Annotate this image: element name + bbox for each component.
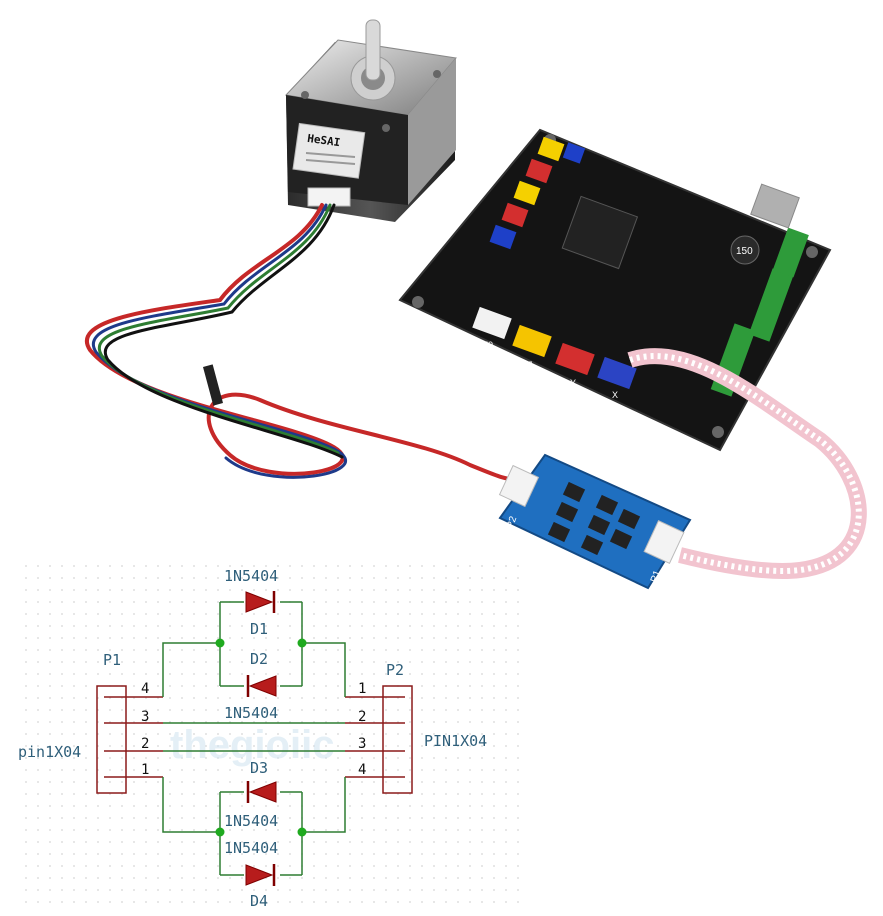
board-silk-y: Y [570, 378, 576, 388]
damper-module: P2 P1 [498, 453, 692, 590]
p2-pin-2: 2 [358, 709, 366, 725]
diode-d2: D2 1N5404 [224, 650, 278, 722]
p2-pin-4: 4 [358, 762, 366, 778]
motor-cable [85, 203, 522, 482]
watermark: thegioiic [170, 723, 334, 767]
ribbon-cable [627, 348, 867, 579]
p1-ref: P1 [103, 651, 121, 669]
d2-ref: D2 [250, 650, 268, 668]
junctions [215, 638, 307, 837]
p2-value: PIN1X04 [424, 732, 487, 750]
board-silk-e0: E0 [482, 340, 493, 350]
p1-pin-1: 1 [141, 762, 149, 778]
schematic-wires [162, 601, 346, 876]
module-label-p1: P1 [649, 568, 664, 584]
p1-value: pin1X04 [18, 743, 81, 761]
motor-brand-label: HeSAI [307, 132, 342, 149]
board-silk-e1: E1 [438, 329, 449, 339]
p1-pin-3: 3 [141, 709, 149, 725]
stepper-motor: HeSAI [284, 19, 457, 222]
junction-dot [215, 827, 225, 837]
d3-value: 1N5404 [224, 812, 278, 830]
product-photo: HeSAI [85, 19, 867, 590]
inductor-label: 150 [736, 246, 753, 257]
board-silk-x: X [612, 390, 618, 400]
module-label-p2: P2 [505, 514, 520, 530]
diode-d4: 1N5404 D4 [224, 839, 278, 910]
p2-pin-1: 1 [358, 681, 366, 697]
p1-pin-4: 4 [141, 681, 149, 697]
d1-ref: D1 [250, 620, 268, 638]
d4-ref: D4 [250, 892, 268, 910]
junction-dot [297, 638, 307, 648]
d1-value: 1N5404 [224, 567, 278, 585]
d4-value: 1N5404 [224, 839, 278, 857]
diode-d3: D3 1N5404 [224, 759, 278, 830]
junction-dot [297, 827, 307, 837]
p2-pin-3: 3 [358, 736, 366, 752]
d2-value: 1N5404 [224, 704, 278, 722]
p2-ref: P2 [386, 661, 404, 679]
connector-p2: P2 PIN1X04 1 2 3 4 [345, 661, 487, 794]
schematic: thegioiic P1 pin1X04 4 3 2 1 P2 PIN1X04 … [18, 560, 520, 910]
board-silk-z: Z [527, 360, 533, 370]
p1-pin-2: 2 [141, 736, 149, 752]
d3-ref: D3 [250, 759, 268, 777]
junction-dot [215, 638, 225, 648]
diode-d1: 1N5404 D1 [224, 567, 278, 638]
connector-p1: P1 pin1X04 4 3 2 1 [18, 651, 163, 794]
